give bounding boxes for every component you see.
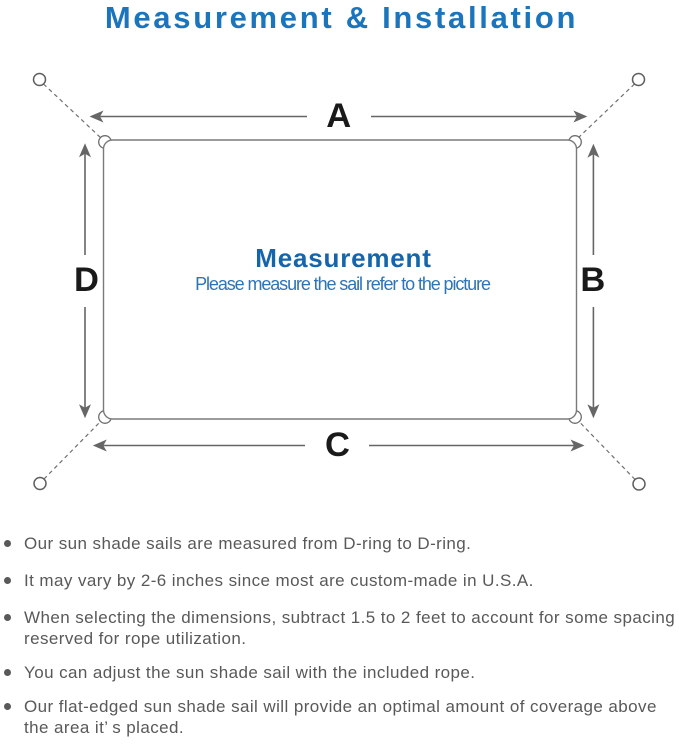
svg-text:B: B — [580, 261, 605, 299]
svg-text:C: C — [325, 426, 350, 464]
svg-text:A: A — [326, 97, 351, 135]
svg-text:D: D — [74, 261, 99, 299]
